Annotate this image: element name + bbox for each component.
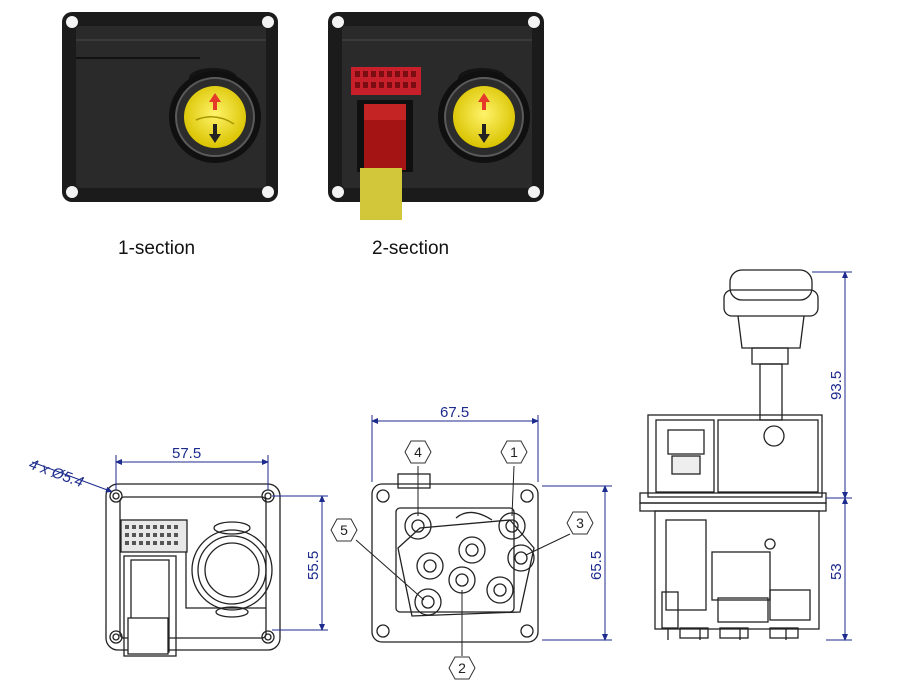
dim-side-lower: 53 <box>828 563 845 580</box>
front-dimensions <box>31 455 328 631</box>
port-label-4: 4 <box>404 440 432 464</box>
dim-side-upper: 93.5 <box>828 371 845 400</box>
dim-front-width: 57.5 <box>172 445 201 462</box>
dim-bottom-width: 67.5 <box>440 404 469 421</box>
dim-bottom-height: 65.5 <box>588 551 605 580</box>
svg-text:3: 3 <box>576 515 584 531</box>
side-view-drawing <box>639 269 827 640</box>
caption-2-section: 2-section <box>372 238 450 259</box>
port-leaders <box>355 465 571 656</box>
svg-text:1: 1 <box>510 444 518 460</box>
port-label-5: 5 <box>330 518 358 542</box>
svg-text:4: 4 <box>414 444 422 460</box>
yellow-lever-end <box>360 168 402 220</box>
port-label-1: 1 <box>500 440 528 464</box>
connector-red <box>351 67 421 95</box>
dim-front-height: 55.5 <box>305 551 322 580</box>
bottom-dimensions <box>371 415 612 641</box>
port-label-2: 2 <box>448 656 476 680</box>
photo-2-section <box>328 12 544 220</box>
port-label-3: 3 <box>566 511 594 535</box>
svg-text:5: 5 <box>340 522 348 538</box>
bottom-view-drawing <box>371 473 539 643</box>
side-dimensions <box>812 271 852 641</box>
svg-text:2: 2 <box>458 660 466 676</box>
caption-1-section: 1-section <box>118 238 196 259</box>
front-view-drawing <box>105 483 281 657</box>
yellow-button-icon-2 <box>453 86 515 148</box>
photo-1-section <box>62 12 278 202</box>
dim-holes: 4 x Ø5.4 <box>27 456 86 491</box>
